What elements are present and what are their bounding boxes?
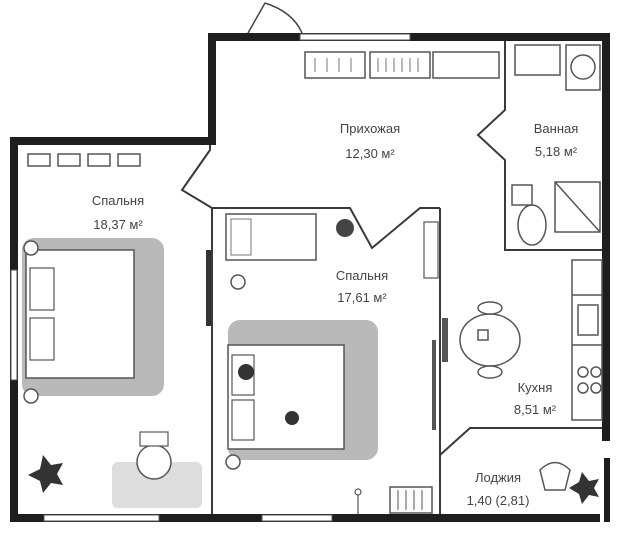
wall-shelf-icon [27, 153, 141, 167]
plant-icon [28, 455, 63, 493]
room-name-bedroom-left: Спальня [92, 193, 144, 208]
room-name-hallway: Прихожая [340, 121, 400, 136]
person-icon [285, 411, 299, 425]
shelf-icon [432, 51, 500, 79]
room-area-bathroom: 5,18 м² [535, 144, 578, 159]
washing-machine-icon [514, 44, 561, 76]
chair-icon [477, 365, 503, 379]
kitchen-furniture [442, 259, 603, 421]
entrance-door [247, 2, 303, 34]
toilet-icon [517, 204, 547, 246]
door-leaf [442, 318, 448, 362]
desk-icon [112, 462, 202, 508]
dining-table-icon [459, 313, 521, 367]
room-area-hallway: 12,30 м² [345, 146, 395, 161]
chair-icon [477, 301, 503, 315]
sink-icon [577, 304, 599, 336]
radiator-icon [389, 486, 433, 514]
plant-icon [569, 472, 599, 504]
cabinet-icon [511, 184, 533, 206]
room-area-bedroom-center: 17,61 м² [337, 290, 387, 305]
room-name-bathroom: Ванная [534, 121, 579, 136]
shoe-rack-icon [304, 51, 366, 79]
bathroom-fixtures [511, 44, 601, 246]
room-area-bedroom-left: 18,37 м² [93, 217, 143, 232]
loggia-furniture [539, 461, 599, 504]
sink-icon [565, 44, 601, 91]
room-area-kitchen: 8,51 м² [514, 402, 557, 417]
coat-rack-icon [369, 51, 431, 79]
pouf-icon [230, 274, 246, 290]
lamp-icon [336, 219, 354, 237]
room-labels: Прихожая 12,30 м² Ванная 5,18 м² Спальня… [92, 121, 578, 508]
armchair-icon [539, 461, 571, 491]
person-icon [238, 364, 254, 380]
room-name-loggia: Лоджия [475, 470, 521, 485]
shower-icon [554, 181, 601, 233]
center-bedroom-furniture [225, 213, 439, 514]
room-name-bedroom-center: Спальня [336, 268, 388, 283]
left-bedroom-furniture [22, 153, 211, 508]
hallway-furniture [304, 51, 500, 79]
door-leaf [432, 340, 436, 430]
room-name-kitchen: Кухня [518, 380, 553, 395]
windows [10, 33, 411, 522]
kitchen-counter-icon [571, 259, 603, 421]
stove-burner-icon [577, 366, 589, 378]
room-area-loggia: 1,40 (2,81) [467, 493, 530, 508]
interior-walls [180, 41, 602, 514]
door-leaf [206, 250, 211, 326]
shelf-icon [423, 221, 439, 279]
desk-chair-icon [136, 444, 172, 480]
